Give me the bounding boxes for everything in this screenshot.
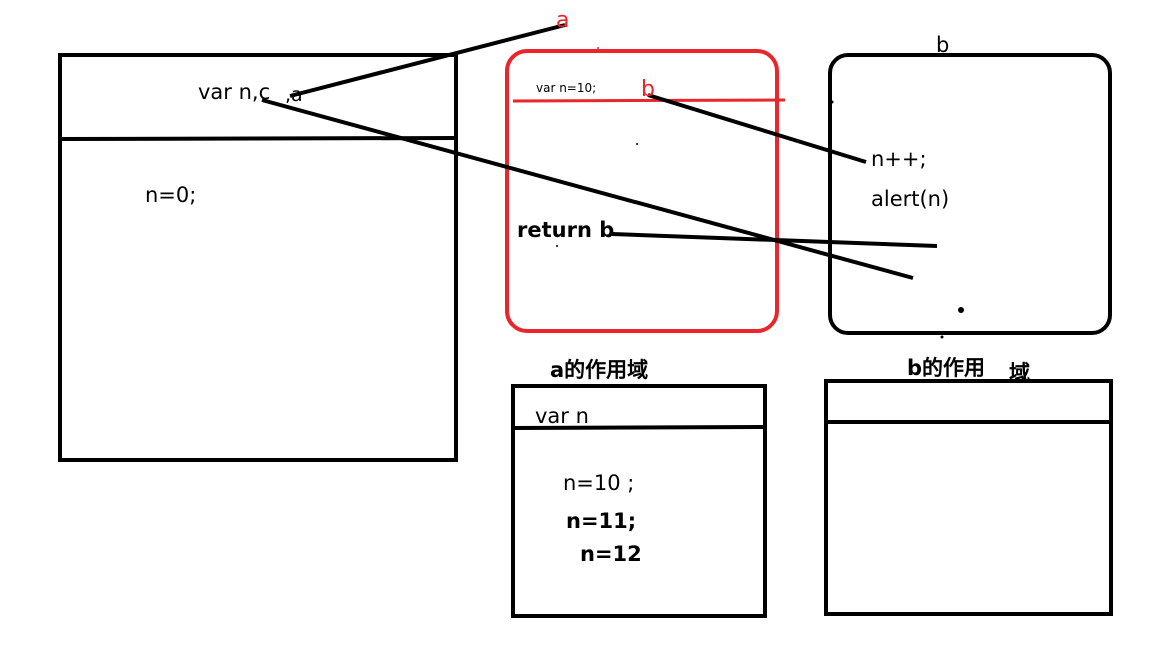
- scope-a-var-declaration: var n: [535, 404, 589, 428]
- func-a-inner-function-name: b: [641, 77, 655, 102]
- scope-b-title: b的作用: [907, 356, 986, 380]
- func-b-alert-statement: alert(n): [871, 187, 950, 211]
- global-var-declaration-suffix: ,a: [285, 84, 303, 106]
- scope-a-value-2: n=11;: [566, 509, 637, 533]
- stray-dot: [556, 245, 558, 247]
- global-var-declaration: var n,c: [198, 80, 271, 104]
- connector-a-to-func-a: [289, 23, 566, 98]
- scope-b-title-tail: 域: [1009, 361, 1030, 385]
- scope-a-divider: [512, 425, 767, 430]
- connector-return-to-func-b: [611, 232, 938, 248]
- stray-dot: [597, 47, 599, 49]
- stray-dot: [940, 335, 944, 339]
- func-a-var-declaration: var n=10;: [536, 81, 597, 95]
- global-assign-statement: n=0;: [145, 183, 197, 207]
- scope-a-box: [511, 384, 767, 618]
- stray-dot: [636, 143, 638, 145]
- stray-dot: [830, 100, 834, 104]
- func-a-name-label: a: [556, 8, 570, 33]
- func-b-name-label: b: [936, 33, 950, 57]
- scope-b-box: [824, 379, 1113, 616]
- scope-a-value-1: n=10 ;: [563, 471, 635, 495]
- global-scope-divider: [59, 136, 457, 141]
- func-a-divider: [512, 98, 786, 103]
- func-a-return-statement: return b: [517, 218, 615, 242]
- global-scope-box: [58, 53, 458, 462]
- stray-dot: [958, 307, 964, 313]
- func-a-box: [505, 49, 779, 333]
- scope-a-title: a的作用域: [550, 358, 649, 382]
- connector-b-to-increment: [647, 93, 867, 164]
- connector-c-to-func-b: [261, 98, 914, 280]
- func-b-increment-statement: n++;: [871, 147, 927, 171]
- func-b-box: [828, 53, 1112, 335]
- scope-a-value-3: n=12: [580, 542, 642, 566]
